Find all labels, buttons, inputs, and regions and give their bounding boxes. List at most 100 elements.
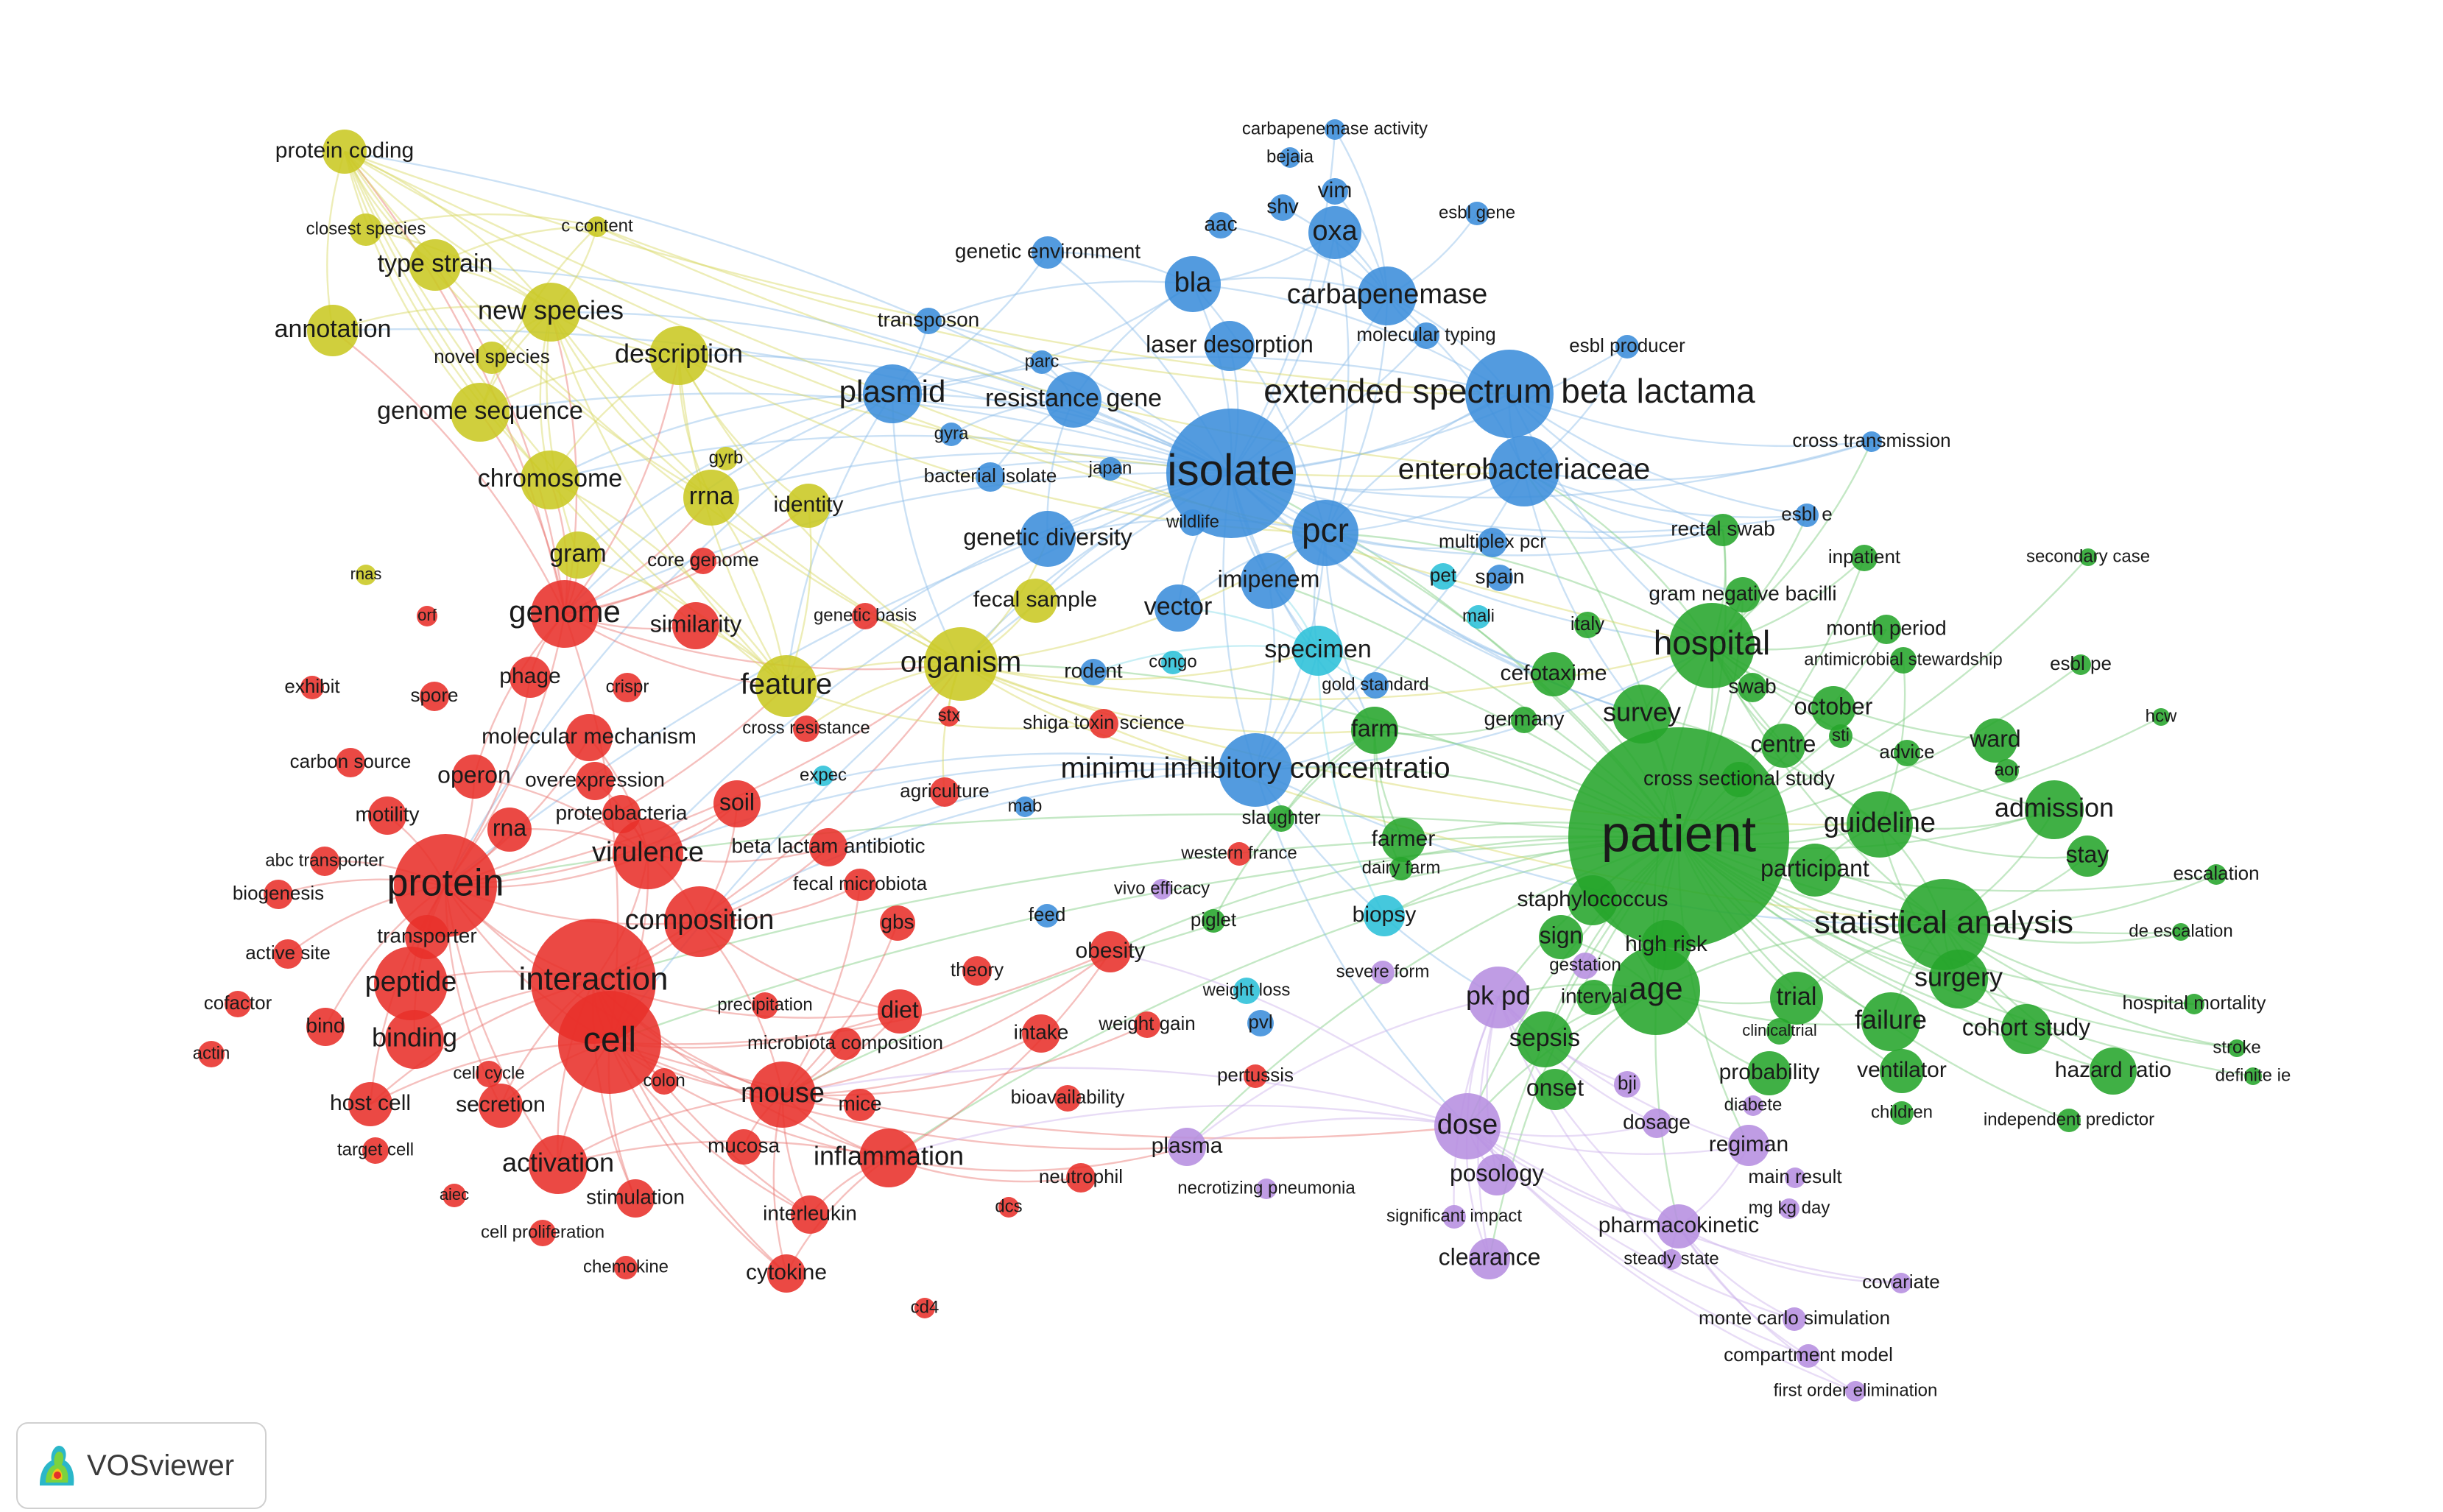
node-pet[interactable] (1430, 563, 1456, 590)
node-label-mg-kg-day[interactable]: mg kg day (1749, 1198, 1830, 1218)
node-label-genetic-environment[interactable]: genetic environment (955, 239, 1141, 262)
node-label-dosage[interactable]: dosage (1623, 1110, 1691, 1133)
node-label-gyra[interactable]: gyra (934, 423, 969, 443)
node-label-shiga-toxin-science[interactable]: shiga toxin science (1023, 711, 1185, 733)
node-motility[interactable] (368, 796, 406, 835)
node-minimu-inhibitory-concentratio[interactable] (1219, 733, 1292, 807)
node-label-bejaia[interactable]: bejaia (1266, 146, 1314, 166)
node-label-aac[interactable]: aac (1204, 212, 1237, 235)
node-sepsis[interactable] (1517, 1011, 1573, 1067)
node-label-rectal-swab[interactable]: rectal swab (1671, 517, 1775, 540)
node-label-parc[interactable]: parc (1025, 351, 1060, 371)
node-label-pvl[interactable]: pvl (1248, 1011, 1272, 1033)
node-label-feature[interactable]: feature (741, 668, 833, 701)
node-label-bji[interactable]: bji (1618, 1072, 1637, 1094)
node-de-escalation[interactable] (2172, 923, 2190, 941)
node-label-gyrb[interactable]: gyrb (709, 448, 744, 467)
node-bacterial-isolate[interactable] (976, 462, 1005, 492)
node-label-genetic-diversity[interactable]: genetic diversity (963, 523, 1132, 550)
node-gestation[interactable] (1572, 953, 1598, 979)
node-carbapenemase[interactable] (1358, 266, 1417, 325)
node-participant[interactable] (1788, 844, 1841, 897)
node-october[interactable] (1811, 686, 1855, 730)
node-genetic-basis[interactable] (852, 603, 878, 629)
node-label-stimulation[interactable]: stimulation (586, 1185, 685, 1208)
node-label-precipitation[interactable]: precipitation (717, 995, 812, 1014)
node-italy[interactable] (1574, 612, 1601, 638)
node-label-mouse[interactable]: mouse (741, 1078, 825, 1109)
node-beta-lactam-antibiotic[interactable] (809, 828, 847, 866)
node-aac[interactable] (1208, 212, 1234, 239)
node-label-target-cell[interactable]: target cell (337, 1140, 414, 1159)
node-trial[interactable] (1770, 972, 1823, 1025)
node-label-cell-proliferation[interactable]: cell proliferation (481, 1222, 604, 1242)
node-label-theory[interactable]: theory (951, 958, 1004, 981)
node-label-advice[interactable]: advice (1879, 741, 1934, 763)
node-label-gbs[interactable]: gbs (881, 910, 914, 933)
node-label-italy[interactable]: italy (1570, 612, 1604, 635)
node-shiga-toxin-science[interactable] (1089, 709, 1118, 738)
node-multiplex-pcr[interactable] (1478, 528, 1507, 557)
node-precipitation[interactable] (752, 992, 778, 1019)
node-label-similarity[interactable]: similarity (650, 610, 741, 637)
node-overexpression[interactable] (576, 762, 614, 800)
node-label-esbl-pe[interactable]: esbl pe (2050, 652, 2112, 674)
node-farmer[interactable] (1381, 818, 1425, 862)
node-peptide[interactable] (374, 947, 448, 1020)
node-aor[interactable] (1995, 759, 2019, 783)
node-label-operon[interactable]: operon (437, 761, 511, 788)
node-label-description[interactable]: description (615, 339, 743, 369)
node-germany[interactable] (1511, 707, 1537, 733)
node-label-rodent[interactable]: rodent (1064, 659, 1123, 682)
node-molecular-mechanism[interactable] (565, 714, 613, 761)
node-label-admission[interactable]: admission (1995, 793, 2114, 823)
node-interleukin[interactable] (791, 1195, 829, 1234)
node-children[interactable] (1890, 1101, 1914, 1125)
node-label-bla[interactable]: bla (1174, 267, 1213, 298)
node-identity[interactable] (786, 484, 831, 528)
node-label-host-cell[interactable]: host cell (330, 1091, 411, 1115)
node-feed[interactable] (1035, 904, 1059, 928)
node-label-cd4[interactable]: cd4 (911, 1297, 940, 1317)
node-label-inpatient[interactable]: inpatient (1828, 545, 1901, 568)
node-label-mice[interactable]: mice (838, 1092, 881, 1114)
node-label-colon[interactable]: colon (643, 1070, 685, 1090)
node-spain[interactable] (1487, 565, 1513, 591)
node-label-monte-carlo-simulation[interactable]: monte carlo simulation (1699, 1307, 1890, 1329)
vosviewer-logo[interactable]: VOSviewer (16, 1422, 267, 1509)
node-label-october[interactable]: october (1794, 693, 1873, 719)
node-stroke[interactable] (2228, 1039, 2246, 1057)
node-bla[interactable] (1165, 256, 1221, 312)
node-microbiota-composition[interactable] (829, 1028, 861, 1060)
node-label-obesity[interactable]: obesity (1075, 939, 1145, 963)
node-esbl-e[interactable] (1795, 504, 1819, 527)
node-pvl[interactable] (1247, 1010, 1274, 1036)
node-isolate[interactable] (1166, 409, 1296, 538)
node-stay[interactable] (2067, 836, 2108, 877)
node-label-new-species[interactable]: new species (478, 295, 624, 325)
node-label-shv[interactable]: shv (1266, 194, 1299, 217)
node-label-bacterial-isolate[interactable]: bacterial isolate (924, 464, 1057, 487)
node-label-transporter[interactable]: transporter (377, 924, 476, 947)
node-label-genetic-basis[interactable]: genetic basis (814, 605, 917, 625)
node-inpatient[interactable] (1851, 545, 1878, 571)
node-label-chromosome[interactable]: chromosome (478, 464, 623, 492)
node-label-secretion[interactable]: secretion (456, 1092, 546, 1117)
node-mg-kg-day[interactable] (1779, 1198, 1799, 1219)
node-posology[interactable] (1476, 1154, 1517, 1195)
node-label-statistical-analysis[interactable]: statistical analysis (1814, 905, 2073, 941)
node-farm[interactable] (1351, 707, 1398, 754)
node-label-pk-pd[interactable]: pk pd (1466, 981, 1531, 1011)
node-monte-carlo-simulation[interactable] (1783, 1307, 1806, 1331)
node-label-type-strain[interactable]: type strain (378, 250, 493, 278)
node-cefotaxime[interactable] (1531, 652, 1576, 696)
node-description[interactable] (649, 326, 708, 385)
node-wildlife[interactable] (1180, 509, 1206, 536)
node-inflammation[interactable] (859, 1128, 918, 1187)
node-vivo-efficacy[interactable] (1152, 879, 1172, 900)
node-label-c-content[interactable]: c content (561, 216, 633, 236)
node-label-mali[interactable]: mali (1462, 606, 1495, 626)
node-orf[interactable] (417, 606, 437, 626)
node-label-weight-loss[interactable]: weight loss (1202, 980, 1291, 1000)
node-regiman[interactable] (1728, 1125, 1769, 1166)
